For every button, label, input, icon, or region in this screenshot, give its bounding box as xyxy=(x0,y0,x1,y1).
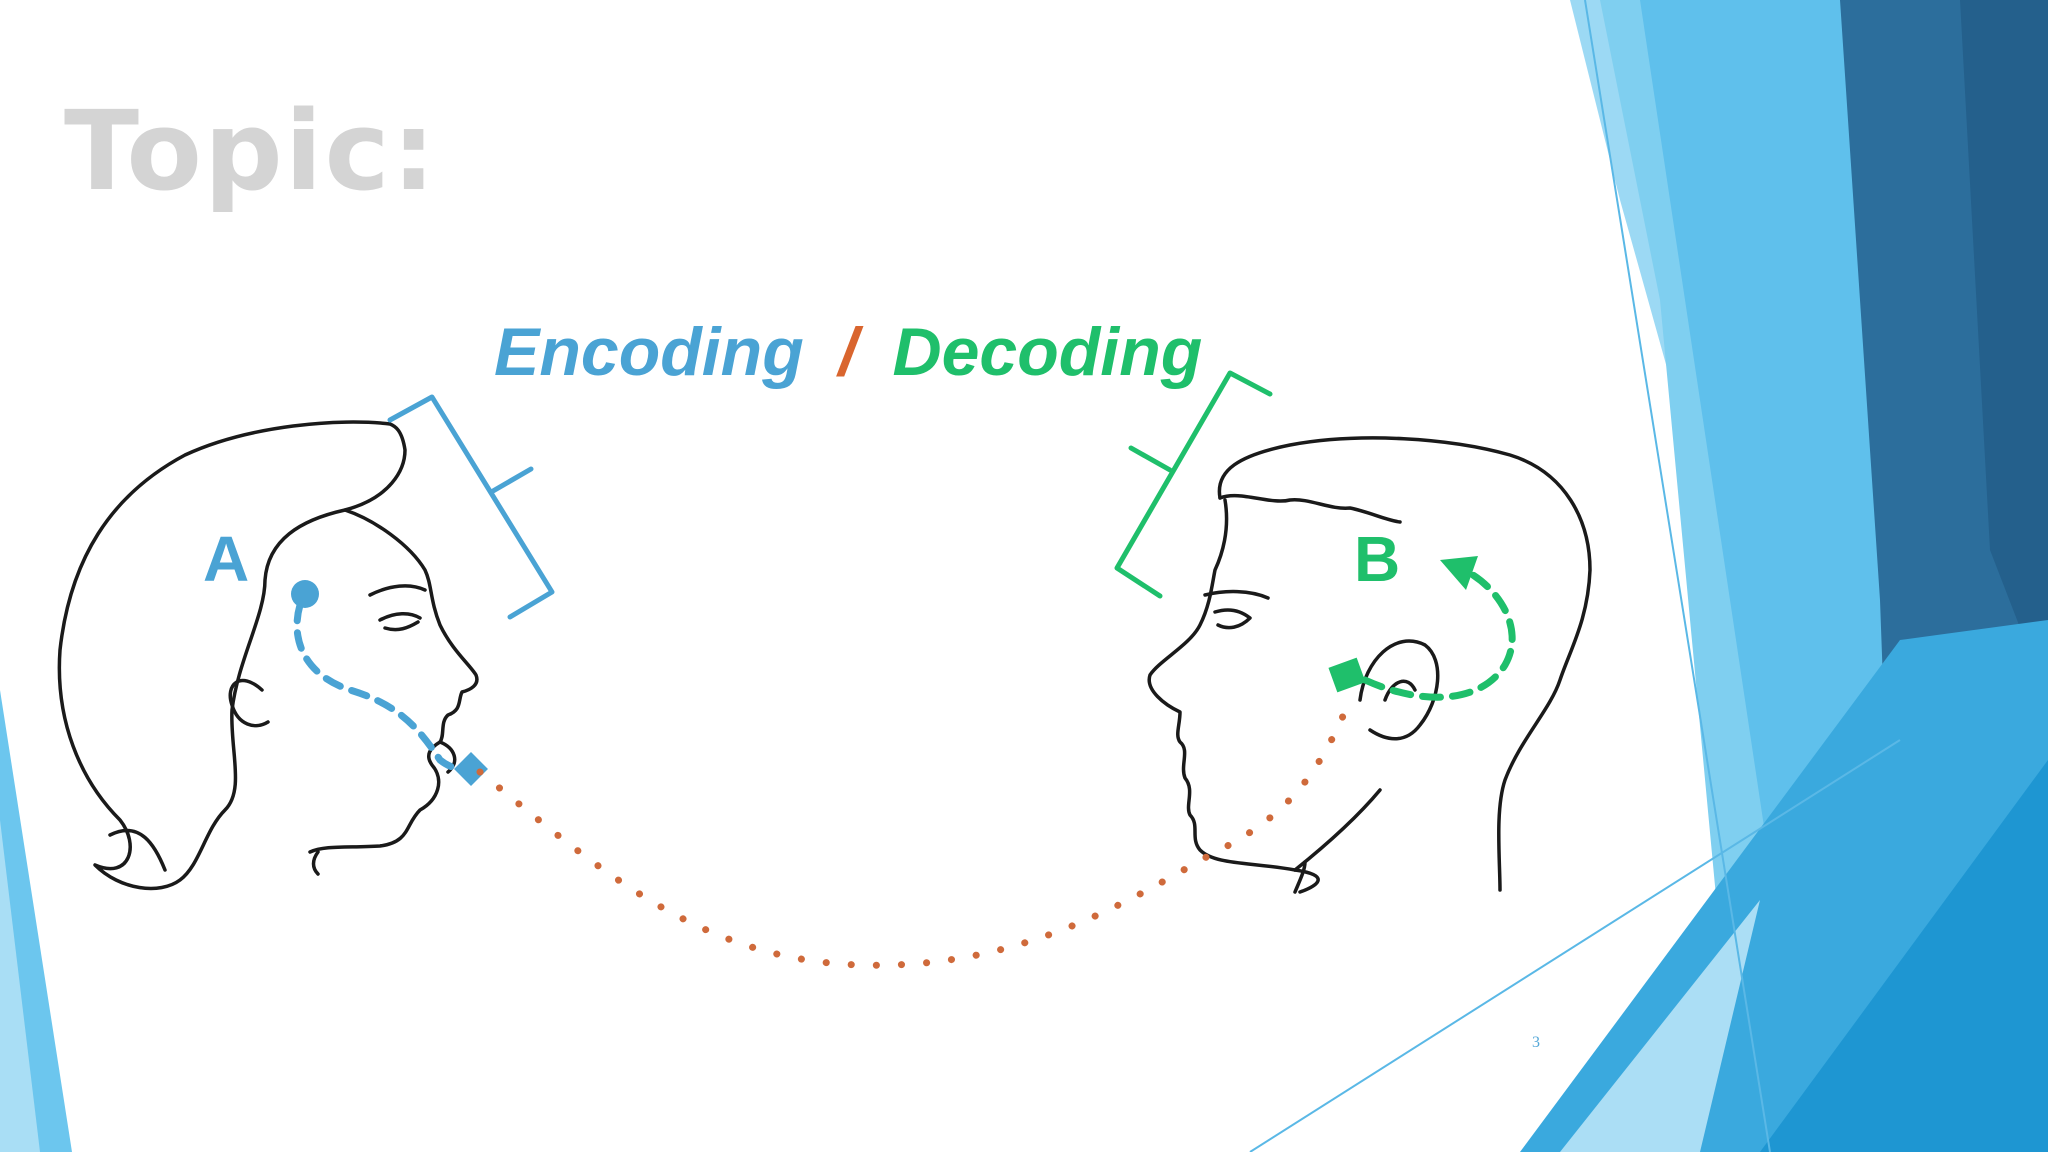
man-ear xyxy=(1358,639,1440,741)
man-eye xyxy=(1213,608,1252,630)
decoding-start-square xyxy=(1328,657,1366,693)
encoding-bracket xyxy=(387,394,555,620)
man-jaw xyxy=(1293,788,1382,872)
facet-lower-bright xyxy=(1760,760,2048,1152)
decoding-arrowhead xyxy=(1440,556,1478,590)
heading-decoding: Decoding xyxy=(892,314,1203,390)
woman-eye xyxy=(378,612,422,632)
man-hair-fringe xyxy=(1218,493,1402,524)
encoding-end-square xyxy=(454,752,488,786)
woman-hair-outline xyxy=(57,420,407,891)
man-head-sketch xyxy=(1147,436,1592,894)
man-hair-outline xyxy=(1217,436,1592,892)
heading-separator: / xyxy=(838,314,858,390)
decoding-bracket-frame xyxy=(1114,370,1273,599)
decor-line-1 xyxy=(1584,0,1771,1152)
man-face-profile xyxy=(1147,498,1320,894)
man-eyebrow xyxy=(1203,589,1270,600)
woman-ear xyxy=(228,678,270,728)
encoding-dashed-line xyxy=(293,601,474,774)
page-number: 3 xyxy=(1532,1034,1540,1051)
woman-hair-strand xyxy=(108,828,167,872)
decor-line-2 xyxy=(1249,739,1901,1152)
facet-lower-pale xyxy=(1560,900,1760,1152)
encoding-start-dot xyxy=(291,580,319,608)
encoding-bracket-tick xyxy=(490,466,534,494)
diagram-heading: Encoding / Decoding xyxy=(494,318,1202,386)
facet-right-deep xyxy=(1960,0,2048,700)
decoding-path xyxy=(1328,556,1516,701)
man-neck xyxy=(1293,860,1307,894)
encoding-path xyxy=(291,580,488,786)
speaker-b-label: B xyxy=(1354,523,1401,595)
signal-dotted-arc xyxy=(476,691,1354,969)
heading-encoding: Encoding xyxy=(494,314,804,390)
decoding-dashed-line xyxy=(1361,568,1516,701)
woman-neck xyxy=(311,850,320,876)
encoding-bracket-frame xyxy=(387,394,555,620)
speaker-a-label: A xyxy=(203,523,250,595)
woman-eyebrow xyxy=(368,584,427,597)
decoding-bracket xyxy=(1114,370,1273,599)
facet-left-edge-light xyxy=(0,820,40,1152)
slide-title: Topic: xyxy=(64,87,438,215)
decoding-bracket-tick xyxy=(1128,445,1173,473)
woman-face-profile xyxy=(308,508,479,854)
woman-head-sketch xyxy=(57,420,479,891)
